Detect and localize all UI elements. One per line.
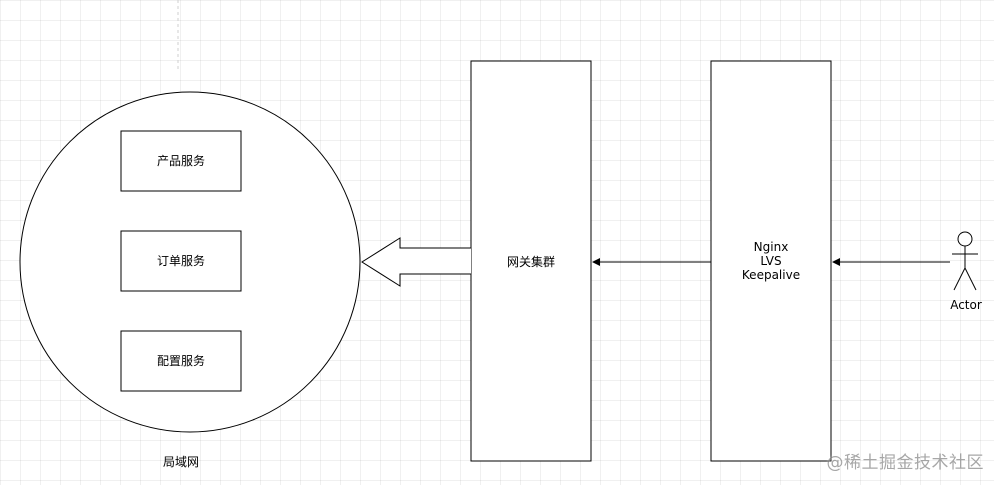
load-balancer-label: Nginx LVS Keepalive [741, 240, 801, 282]
lan-label: 局域网 [162, 455, 200, 469]
service-box-product [120, 130, 242, 192]
big-arrow-gateway-to-lan [361, 237, 471, 287]
service-label-config: 配置服务 [156, 354, 206, 368]
actor-icon [952, 231, 978, 291]
service-box-config [120, 330, 242, 392]
service-label-order: 订单服务 [156, 254, 206, 268]
gateway-cluster-label: 网关集群 [506, 255, 556, 269]
service-label-product: 产品服务 [156, 154, 206, 168]
watermark-text: @稀土掘金技术社区 [826, 453, 984, 473]
arrowhead-actor-to-lb [832, 258, 840, 266]
arrowhead-lb-to-gateway [592, 258, 600, 266]
gateway-cluster-box [470, 60, 592, 462]
actor-label: Actor [950, 298, 982, 312]
service-box-order [120, 230, 242, 292]
load-balancer-box [710, 60, 832, 462]
